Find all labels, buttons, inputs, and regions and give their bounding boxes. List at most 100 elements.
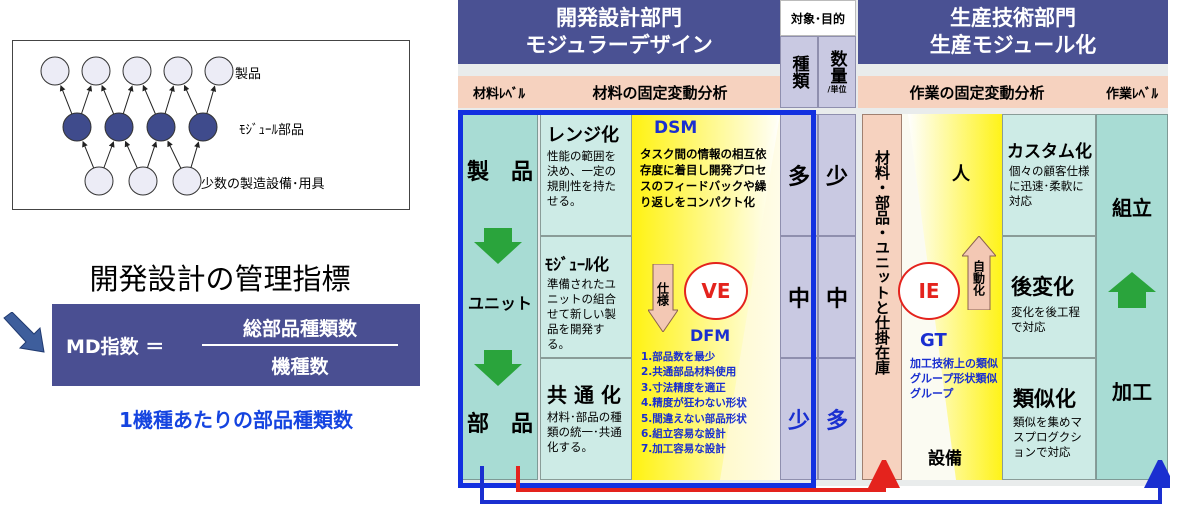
dfm-item: 2.共通部品材料使用 bbox=[641, 366, 737, 379]
module-title: ﾓｼﾞｭｰﾙ化 bbox=[545, 255, 610, 274]
product-node bbox=[122, 56, 152, 86]
custom-title: カスタム化 bbox=[1007, 142, 1092, 162]
product-node bbox=[81, 56, 111, 86]
equipment-label: 少数の製造設備･用具 bbox=[201, 177, 325, 192]
product-node bbox=[40, 56, 70, 86]
up-arrow-icon bbox=[1108, 272, 1156, 308]
md-denominator: 機種数 bbox=[271, 355, 329, 378]
modular-design-highlight-frame bbox=[458, 110, 816, 488]
product-node bbox=[163, 56, 193, 86]
module-node bbox=[104, 112, 134, 142]
network-graph bbox=[40, 56, 234, 196]
md-index-subtitle: 1機種あたりの部品種類数 bbox=[119, 408, 353, 432]
target-header: 対象･目的 bbox=[780, 0, 856, 36]
network-edge bbox=[146, 141, 158, 168]
modules-label: ﾓｼﾞｭｰﾙ部品 bbox=[239, 123, 305, 138]
common-cell: 共 通 化 材料･部品の種類の統一･共通化する。 bbox=[540, 358, 632, 480]
module-node bbox=[146, 112, 176, 142]
md-numerator: 総部品種類数 bbox=[242, 317, 357, 340]
production-dept-header: 生産技術部門 生産モジュール化 bbox=[858, 0, 1168, 64]
dfm-item: 4.精度が狂わない形状 bbox=[641, 397, 747, 410]
inventory-label: 材料・部品・ユニットと仕掛在庫 bbox=[873, 150, 891, 375]
common-title: 共 通 化 bbox=[547, 383, 621, 407]
dfm-item: 7.加工容易な設計 bbox=[641, 443, 726, 456]
range-body: 性能の範囲を決め、一定の規則性を持たせる。 bbox=[547, 149, 616, 208]
network-edge bbox=[142, 84, 156, 115]
dsm-title: DSM bbox=[654, 118, 698, 138]
material-level-header: 材料ﾚﾍﾞﾙ bbox=[458, 76, 540, 108]
quantity-high: 多 bbox=[818, 358, 856, 480]
auto-label: 自動化 bbox=[971, 260, 986, 296]
material-analysis-header: 材料の固定変動分析 bbox=[540, 76, 780, 108]
custom-body: 個々の顧客仕様に迅速･柔軟に対応 bbox=[1009, 164, 1090, 208]
production-dept-title: 生産技術部門 bbox=[950, 6, 1076, 30]
md-index-title: 開発設計の管理指標 bbox=[89, 262, 351, 296]
dsm-body: タスク間の情報の相互依存度に着目し開発プロセスのフィードバックや繰り返しをコンパ… bbox=[640, 147, 767, 209]
dfm-item: 1.部品数を最少 bbox=[641, 351, 716, 363]
types-header: 種類 bbox=[780, 36, 818, 108]
md-formula-lhs: MD指数 ＝ bbox=[66, 336, 165, 358]
person-label: 人 bbox=[952, 164, 970, 185]
similar-cell: 類似化 類似を集めマスプログクションで対応 bbox=[1002, 358, 1096, 480]
module-body: 準備されたユニットの組合せて新しい製品を開発する。 bbox=[547, 277, 616, 351]
auto-up-arrow bbox=[962, 236, 996, 310]
ve-circle: VE bbox=[684, 262, 748, 320]
design-dept-title: 開発設計部門 bbox=[556, 6, 682, 30]
similar-title: 類似化 bbox=[1013, 387, 1076, 411]
module-node bbox=[188, 112, 218, 142]
product-node bbox=[204, 56, 234, 86]
level-product: 製 品 bbox=[466, 160, 533, 185]
level-part: 部 品 bbox=[466, 412, 533, 437]
gt-title: GT bbox=[920, 330, 947, 351]
network-edge bbox=[190, 141, 200, 168]
dfm-item: 5.間違えない部品形状 bbox=[641, 412, 747, 425]
quantity-header: 数量 /単位 bbox=[818, 36, 856, 108]
quantity-mid: 中 bbox=[818, 236, 856, 358]
network-edge bbox=[124, 140, 138, 169]
network-edge bbox=[164, 85, 175, 114]
module-network-diagram: 製品 ﾓｼﾞｭｰﾙ部品 少数の製造設備･用具 bbox=[12, 40, 410, 210]
postpone-cell: 後変化 変化を後工程で対応 bbox=[1002, 236, 1096, 358]
module-cell: ﾓｼﾞｭｰﾙ化 準備されたユニットの組合せて新しい製品を開発する。 bbox=[540, 236, 632, 358]
level-unit: ユニット bbox=[467, 294, 532, 313]
network-edge bbox=[167, 140, 182, 169]
design-dept-subtitle: モジュラーデザイン bbox=[525, 33, 713, 57]
postpone-title: 後変化 bbox=[1011, 275, 1074, 299]
network-edge bbox=[101, 84, 115, 115]
network-edge bbox=[103, 141, 115, 169]
network-edge bbox=[122, 85, 134, 114]
down-arrow-icon bbox=[474, 228, 522, 264]
ie-circle: IE bbox=[898, 262, 960, 320]
common-body: 材料･部品の種類の統一･共通化する。 bbox=[547, 410, 622, 454]
fraction-line bbox=[202, 344, 398, 346]
network-edge bbox=[183, 84, 198, 115]
quantity-low: 少 bbox=[818, 114, 856, 236]
equipment-node bbox=[172, 166, 202, 196]
postpone-body: 変化を後工程で対応 bbox=[1011, 305, 1080, 334]
dfm-item: 6.組立容易な設計 bbox=[641, 428, 726, 441]
assembly-label: 組立 bbox=[1112, 195, 1152, 220]
dfm-title: DFM bbox=[690, 326, 731, 345]
spec-down-arrow bbox=[648, 264, 678, 332]
custom-cell: カスタム化 個々の顧客仕様に迅速･柔軟に対応 bbox=[1002, 114, 1096, 236]
material-level-column bbox=[462, 114, 538, 480]
md-formula-box: MD指数 ＝ 総部品種類数 機種数 bbox=[52, 304, 420, 386]
processing-label: 加工 bbox=[1112, 379, 1152, 404]
dfm-item: 3.寸法精度を適正 bbox=[641, 381, 726, 394]
equipment-node bbox=[128, 166, 158, 196]
network-edge bbox=[81, 85, 93, 114]
network-edge bbox=[82, 140, 95, 169]
production-dept-subtitle: 生産モジュール化 bbox=[929, 33, 1097, 57]
down-arrow-icon bbox=[474, 350, 522, 386]
design-dept-header: 開発設計部門 モジュラーデザイン bbox=[458, 0, 780, 64]
equipment-label: 設備 bbox=[928, 449, 962, 469]
gt-body: 加工技術上の類似グループ形状類似グループ bbox=[910, 357, 998, 400]
network-edge bbox=[59, 84, 73, 115]
equipment-node bbox=[84, 166, 114, 196]
products-label: 製品 bbox=[235, 67, 262, 82]
dfm-list: 1.部品数を最少 2.共通部品材料使用 3.寸法精度を適正 4.精度が狂わない形状 5.… bbox=[641, 350, 779, 458]
work-analysis-header: 作業の固定変動分析 bbox=[858, 76, 1096, 108]
range-title: レンジ化 bbox=[547, 125, 619, 146]
pointer-arrow-icon bbox=[3, 312, 45, 353]
network-edge bbox=[206, 85, 217, 114]
